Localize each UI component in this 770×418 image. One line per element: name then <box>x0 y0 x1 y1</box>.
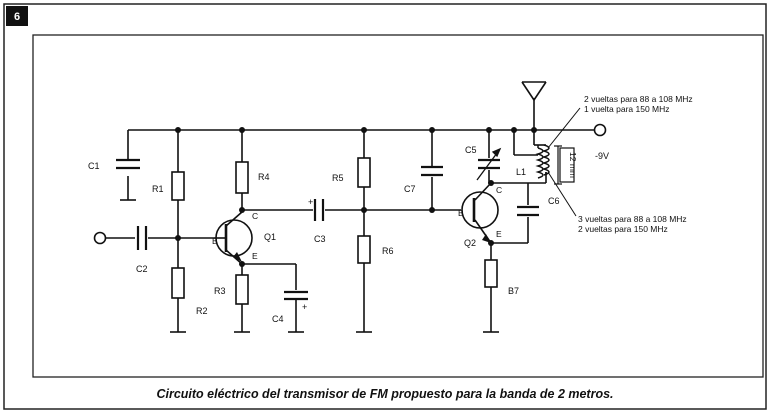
capacitors <box>116 158 539 301</box>
label-c3: C3 <box>314 234 326 244</box>
supply-terminal <box>593 123 607 137</box>
label-c5: C5 <box>465 145 477 155</box>
label-c1: C1 <box>88 161 100 171</box>
q1-pin-c: C <box>252 211 258 221</box>
resistors <box>171 157 498 305</box>
label-c2: C2 <box>136 264 148 274</box>
label-r6: R6 <box>382 246 394 256</box>
inductor-l1 <box>535 144 550 179</box>
resistor-r3 <box>235 274 249 305</box>
q2-pin-c: C <box>496 185 502 195</box>
label-r5: R5 <box>332 173 344 183</box>
note-bottom-line1: 3 vueltas para 88 a 108 MHz <box>578 214 687 224</box>
q1-pin-e: E <box>252 251 258 261</box>
capacitor-c5 <box>478 158 500 170</box>
note-top-line1: 2 vueltas para 88 a 108 MHz <box>584 94 693 104</box>
coil-dimension <box>554 145 575 185</box>
capacitor-c3 <box>313 199 325 221</box>
label-q2: Q2 <box>464 238 476 248</box>
label-r2: R2 <box>196 306 208 316</box>
pin-labels: C B E C B E <box>212 185 502 261</box>
label-r1: R1 <box>152 184 164 194</box>
figure-number: 6 <box>14 11 20 23</box>
capacitor-c2 <box>136 226 148 250</box>
label-r3: R3 <box>214 286 226 296</box>
figure-frame <box>3 3 767 410</box>
junction-dots <box>175 127 537 267</box>
capacitor-c4 <box>284 290 308 301</box>
transistor-q1 <box>215 219 253 262</box>
diagram-box <box>32 34 764 378</box>
q2-pin-b: B <box>458 208 464 218</box>
resistor-r4 <box>235 161 249 194</box>
label-r7: B7 <box>508 286 519 296</box>
supply-voltage-label: -9V <box>595 151 609 161</box>
note-pointers <box>547 107 581 217</box>
label-l1: L1 <box>516 167 526 177</box>
transistor-q2 <box>461 191 499 243</box>
capacitor-c6 <box>517 205 539 217</box>
capacitor-c7 <box>421 165 443 177</box>
label-q1: Q1 <box>264 232 276 242</box>
q1-pin-b: B <box>212 236 218 246</box>
figure-number-badge: 6 <box>6 6 28 26</box>
resistor-r1 <box>171 171 185 201</box>
c3-plus-mark: + <box>308 197 313 207</box>
c4-plus-mark: + <box>302 302 307 312</box>
trimmer-arrow-icon <box>476 147 502 181</box>
note-top-line2: 1 vuelta para 150 MHz <box>584 104 670 114</box>
coil-length-label: 12 mm <box>568 152 578 178</box>
antenna-icon <box>521 81 547 102</box>
label-r4: R4 <box>258 172 270 182</box>
label-c4: C4 <box>272 314 284 324</box>
label-c6: C6 <box>548 196 560 206</box>
resistor-r6 <box>357 235 371 264</box>
figure-caption: Circuito eléctrico del transmisor de FM … <box>156 387 613 401</box>
ground-symbols <box>120 199 499 333</box>
component-labels: C1 R1 C2 R2 R4 Q1 R3 C4 C3 R5 R6 C7 C5 L… <box>88 145 560 324</box>
input-terminal <box>93 231 107 245</box>
resistor-r2 <box>171 267 185 299</box>
note-bottom-line2: 2 vueltas para 150 MHz <box>578 224 668 234</box>
q2-pin-e: E <box>496 229 502 239</box>
label-c7: C7 <box>404 184 416 194</box>
resistor-r5 <box>357 157 371 188</box>
capacitor-c1 <box>116 158 140 170</box>
resistor-r7 <box>484 259 498 288</box>
